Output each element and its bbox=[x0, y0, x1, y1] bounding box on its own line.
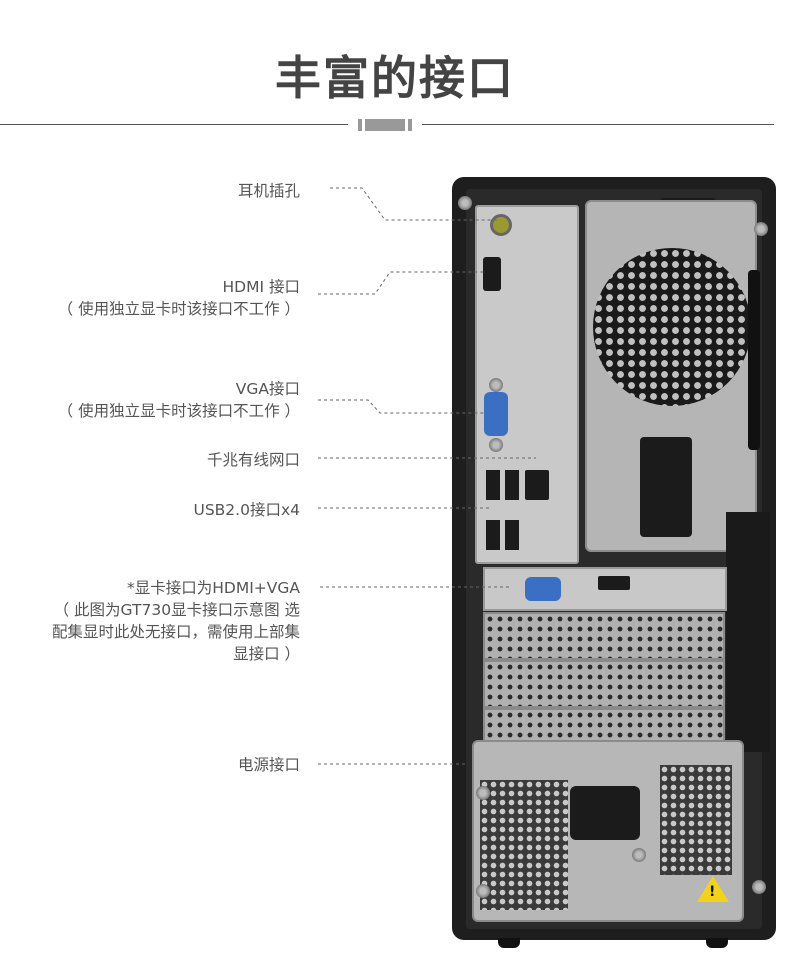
chassis-screw bbox=[754, 222, 768, 236]
vga-label: VGA接口 （ 使用独立显卡时该接口不工作 ） bbox=[58, 378, 300, 422]
warning-mark: ! bbox=[709, 884, 716, 900]
power-label-text: 电源接口 bbox=[237, 756, 300, 774]
gpu-vga-port-icon bbox=[525, 577, 561, 601]
tower-foot bbox=[498, 938, 520, 948]
headphone-label-text: 耳机插孔 bbox=[237, 182, 300, 200]
divider-mark bbox=[358, 119, 412, 131]
gpu-note-line-1: （ 此图为GT730显卡接口示意图 选 bbox=[53, 601, 300, 619]
gpu-label: *显卡接口为HDMI+VGA （ 此图为GT730显卡接口示意图 选 配集显时此… bbox=[52, 577, 300, 665]
chassis-screw bbox=[632, 848, 646, 862]
usb-port-icon bbox=[486, 520, 500, 550]
psu-grille-left bbox=[480, 780, 568, 910]
vga-note: （ 使用独立显卡时该接口不工作 ） bbox=[57, 402, 300, 420]
expansion-slot-1 bbox=[483, 612, 725, 660]
divider-right bbox=[422, 124, 774, 125]
leader-vga bbox=[318, 399, 486, 414]
cable-hole bbox=[640, 437, 692, 537]
usb-port-icon bbox=[505, 520, 519, 550]
gpu-note-line-3: 显接口 ） bbox=[233, 645, 300, 663]
vga-label-text: VGA接口 bbox=[235, 380, 300, 398]
divider-left bbox=[0, 124, 348, 125]
usb-label-text: USB2.0接口x4 bbox=[193, 501, 300, 519]
vga-port-icon bbox=[484, 392, 508, 436]
warning-icon bbox=[697, 876, 729, 902]
chassis-screw bbox=[476, 884, 490, 898]
vga-screw-bottom bbox=[489, 438, 503, 452]
headphone-label: 耳机插孔 bbox=[238, 180, 300, 202]
gpu-note-line-2: 配集显时此处无接口，需使用上部集 bbox=[51, 623, 300, 641]
side-panel-handle bbox=[726, 512, 770, 752]
ethernet-port-icon bbox=[525, 470, 549, 500]
page-title: 丰富的接口 bbox=[275, 51, 515, 105]
lan-label-text: 千兆有线网口 bbox=[206, 451, 300, 469]
expansion-slot-2 bbox=[483, 660, 725, 708]
power-label: 电源接口 bbox=[238, 754, 300, 776]
usb-port-icon bbox=[486, 470, 500, 500]
chassis-screw bbox=[458, 196, 472, 210]
gpu-hdmi-port-icon bbox=[598, 576, 630, 590]
hdmi-note: （ 使用独立显卡时该接口不工作 ） bbox=[57, 300, 300, 318]
leader-headphone bbox=[330, 187, 498, 221]
hdmi-port-icon bbox=[483, 257, 501, 291]
psu-grille-right bbox=[660, 765, 732, 875]
fan-grille-icon bbox=[593, 248, 751, 406]
power-socket-icon bbox=[570, 786, 640, 840]
lan-label: 千兆有线网口 bbox=[207, 449, 300, 471]
usb-label: USB2.0接口x4 bbox=[193, 499, 300, 521]
hdmi-label: HDMI 接口 （ 使用独立显卡时该接口不工作 ） bbox=[58, 276, 300, 320]
chassis-screw bbox=[752, 880, 766, 894]
gpu-label-text: *显卡接口为HDMI+VGA bbox=[127, 579, 300, 597]
usb-port-icon bbox=[505, 470, 519, 500]
leader-hdmi bbox=[318, 271, 484, 295]
side-vent bbox=[748, 270, 760, 450]
hdmi-label-text: HDMI 接口 bbox=[222, 278, 300, 296]
chassis-screw bbox=[476, 786, 490, 800]
vga-screw-top bbox=[489, 378, 503, 392]
tower-foot bbox=[706, 938, 728, 948]
